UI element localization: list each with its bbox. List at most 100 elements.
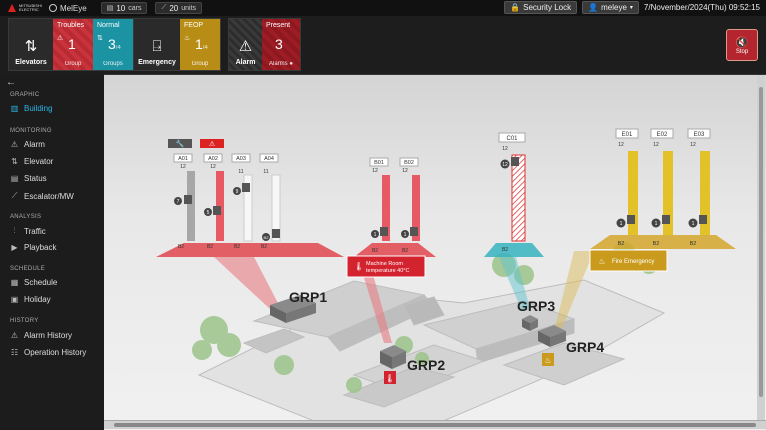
stop-button[interactable]: 🔇Stop	[726, 29, 758, 61]
sidebar-item-label: Status	[24, 174, 47, 183]
car-floor: 1	[692, 221, 695, 227]
updown-icon: ⇅	[97, 35, 103, 42]
fire-emergency-alert[interactable]: ♨ Fire Emergency	[589, 249, 668, 272]
grp3-marker[interactable]: GRP3	[517, 298, 555, 331]
grp2-machine-side	[380, 351, 392, 369]
sidebar-item-label: Holiday	[24, 295, 51, 304]
escalator-icon: ⟋	[11, 191, 18, 200]
vertical-scrollbar[interactable]	[757, 75, 765, 420]
car-floor: 1	[404, 232, 407, 238]
emergency-tile[interactable]: ⍈Emergency	[134, 19, 180, 70]
car-cab	[213, 206, 221, 215]
car-cab	[242, 183, 250, 192]
car-name: E02	[657, 132, 668, 138]
thermometer-icon: 🌡	[385, 374, 395, 383]
grp4-marker[interactable]: ♨ GRP4	[538, 325, 604, 366]
sidebar-item-escalator[interactable]: ⟋Escalator/MW	[10, 191, 74, 201]
cars-value: 10	[116, 3, 126, 13]
car-floor: 12	[502, 162, 508, 168]
sidebar-item-building[interactable]: ▥Building	[10, 104, 53, 113]
sidebar-item-schedule[interactable]: ▦Schedule	[10, 278, 58, 287]
grp4-cars: E01 12 1 B2 E02 12 1 B2	[589, 128, 711, 272]
car-A03[interactable]: A03 11 9 B2	[231, 153, 253, 250]
car-A04[interactable]: A04 11 B2 B2	[259, 153, 281, 250]
normal-tile[interactable]: Normal ⇅ 3/4 Groups	[93, 19, 133, 70]
sidebar-item-playback[interactable]: ▶Playback	[10, 243, 56, 252]
fire-icon: ♨	[184, 35, 191, 42]
building-graphic: 🔧 ⚠ A01 12 7 B2 A02 12	[156, 128, 736, 426]
troubles-tile[interactable]: Troubles ⚠ 1 Group	[53, 19, 93, 70]
car-name: A03	[236, 156, 246, 162]
alarm-tile[interactable]: ⚠Alarm	[229, 19, 262, 70]
cars-unit: cars	[128, 4, 142, 12]
car-A01[interactable]: A01 12 7 B2	[173, 153, 195, 250]
sidebar-item-alarm[interactable]: ⚠Alarm	[10, 140, 45, 149]
grp2-beam	[362, 271, 392, 343]
back-arrow-icon[interactable]: ←	[6, 77, 16, 88]
machine-room-alert[interactable]: 🌡 Machine Room temperature 40°C	[346, 255, 426, 278]
user-menu-button[interactable]: 👤meleye▾	[582, 1, 639, 14]
status-tiles: ⇅Elevators Troubles ⚠ 1 Group Normal ⇅ 3…	[0, 16, 766, 74]
normal-value: 3	[108, 36, 116, 52]
car-B02[interactable]: B02 12 1 B2	[399, 157, 420, 254]
horizontal-scrollbar-thumb[interactable]	[114, 423, 756, 427]
sidebar-item-holiday[interactable]: ▣Holiday	[10, 295, 51, 304]
sidebar-item-alarm-history[interactable]: ⚠Alarm History	[10, 331, 72, 340]
grp4-machine	[538, 325, 566, 337]
grp1-marker[interactable]: GRP1	[270, 289, 327, 323]
car-label-box	[231, 153, 251, 163]
feop-of: /4	[202, 45, 208, 51]
section-monitoring: MONITORING	[10, 128, 52, 134]
feop-tile[interactable]: FEOP ♨ 1/4 Group	[180, 19, 220, 70]
present-tile[interactable]: Present 3 Alarms ●	[262, 19, 300, 70]
car-floor-badge	[651, 218, 661, 228]
grp3-machine-front	[530, 319, 538, 331]
car-bottom-floor: B2	[372, 248, 378, 254]
sidebar-item-label: Building	[24, 104, 53, 113]
grp1-machine-side	[270, 305, 286, 323]
car-bottom-floor: B2	[690, 241, 697, 247]
car-name: E01	[622, 132, 633, 138]
car-A02[interactable]: A02 12 5 B2	[203, 153, 224, 250]
car-floor-badge	[371, 230, 379, 238]
car-E02[interactable]: E02 12 1 B2	[650, 128, 674, 247]
car-C01[interactable]: C01 12 12 B2	[498, 132, 526, 253]
grp4-machine-side	[538, 331, 550, 347]
operation-history-icon: ☷	[10, 348, 19, 357]
elevators-label: Elevators	[15, 59, 47, 66]
sidebar-item-label: Operation History	[24, 348, 87, 357]
grp2-marker[interactable]: 🌡 GRP2	[380, 345, 445, 384]
grp2-label: GRP2	[407, 357, 445, 373]
car-bottom-floor: B2	[502, 247, 508, 253]
car-floor: 1	[620, 221, 623, 227]
car-floor: B2	[264, 235, 270, 240]
warning-icon: ⚠	[209, 140, 215, 148]
section-history: HISTORY	[10, 318, 39, 324]
speaker-mute-icon: 🔇	[735, 36, 749, 49]
car-top-floor: 12	[210, 164, 216, 170]
car-top-floor: 11	[263, 169, 268, 175]
feop-value: 1	[195, 36, 203, 52]
car-B01[interactable]: B01 12 1 B2	[369, 157, 390, 254]
grp3-machine-side	[522, 319, 530, 331]
sidebar-item-traffic[interactable]: ⫶Traffic	[10, 226, 46, 236]
sidebar-item-operation-history[interactable]: ☷ Operation History	[10, 348, 86, 357]
warning-icon: ⚠	[57, 35, 64, 42]
sidebar-item-status[interactable]: ▤Status	[10, 174, 47, 183]
horizontal-scrollbar[interactable]	[104, 420, 766, 429]
car-E01[interactable]: E01 12 1 B2	[615, 128, 639, 247]
alert-icon-box	[200, 139, 224, 148]
vertical-scrollbar-thumb[interactable]	[759, 87, 763, 397]
sidebar-item-elevator[interactable]: ⇅Elevator	[10, 157, 53, 166]
car-top-floor: 12	[502, 146, 508, 152]
car-bottom-floor: B2	[234, 244, 240, 250]
car-shaft	[511, 154, 526, 242]
car-name: C01	[506, 136, 518, 142]
car-top-floor: 12	[618, 142, 624, 148]
normal-of: /4	[115, 45, 121, 51]
feop-sub: Group	[191, 61, 209, 67]
elevators-tile[interactable]: ⇅Elevators	[9, 19, 53, 70]
car-E03[interactable]: E03 12 1 B2	[687, 128, 711, 247]
security-lock-button[interactable]: 🔒Security Lock	[504, 1, 578, 14]
